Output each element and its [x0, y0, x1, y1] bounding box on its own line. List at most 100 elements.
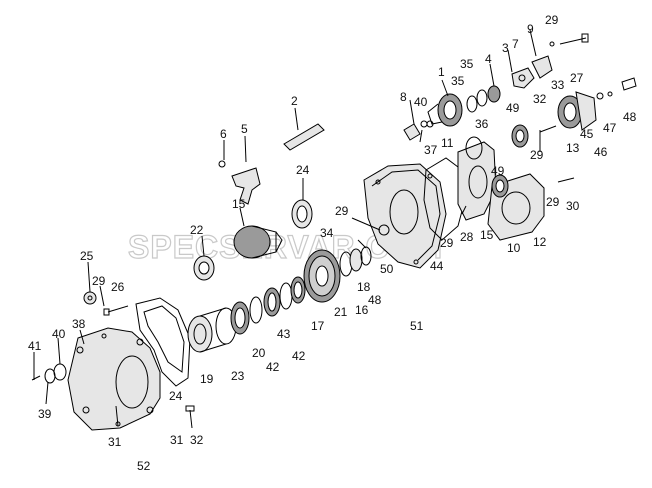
callout-32-top: 32 [533, 92, 547, 106]
bearing-16 [349, 248, 363, 272]
callout-40-left: 40 [52, 327, 66, 341]
callout-29-c: 29 [440, 236, 454, 250]
washer-47 [607, 91, 613, 97]
flange-7 [511, 67, 535, 89]
leader-lines [33, 29, 541, 405]
callout-29-b: 29 [335, 204, 349, 218]
callout-28: 28 [460, 230, 474, 244]
callout-10: 10 [507, 241, 521, 255]
callout-15-left: 15 [232, 197, 246, 211]
front-cover-bore [115, 355, 149, 409]
parts-artwork [31, 33, 637, 431]
shift-fork [231, 167, 261, 205]
callout-2: 2 [291, 94, 298, 108]
callout-17: 17 [311, 319, 325, 333]
callout-36: 36 [475, 117, 489, 131]
callout-31-left: 31 [108, 435, 122, 449]
callout-24-bottom: 24 [169, 389, 183, 403]
callout-29-f: 29 [92, 274, 106, 288]
plate-8 [403, 123, 421, 141]
bearing-11 [465, 136, 483, 160]
sleeve-gear [187, 315, 213, 353]
callout-5: 5 [241, 122, 248, 136]
callout-9: 9 [527, 22, 534, 36]
front-cover [67, 327, 161, 431]
gear-4 [487, 85, 501, 103]
callout-20: 20 [252, 346, 266, 360]
bolt-32 [189, 409, 193, 429]
callout-3: 3 [502, 41, 509, 55]
rear-gasket [423, 157, 467, 241]
callout-51: 51 [410, 319, 424, 333]
callout-25: 25 [80, 249, 94, 263]
bearing-small [83, 291, 97, 305]
callout-19: 19 [200, 372, 214, 386]
ring-43 [279, 282, 293, 310]
callout-35-top: 35 [460, 57, 474, 71]
callout-47: 47 [603, 121, 617, 135]
snap-ring [53, 363, 67, 381]
callout-40-top: 40 [414, 95, 428, 109]
callout-26: 26 [111, 280, 125, 294]
nut-46 [596, 92, 604, 100]
callout-32-bottom: 32 [190, 433, 204, 447]
callout-6: 6 [220, 127, 227, 141]
callout-50: 50 [380, 262, 394, 276]
callout-42-b: 42 [292, 349, 306, 363]
bracket-9 [531, 55, 553, 79]
callout-49-top: 49 [506, 101, 520, 115]
callout-41: 41 [28, 339, 42, 353]
callout-46: 46 [594, 145, 608, 159]
callout-21: 21 [334, 305, 348, 319]
callout-4: 4 [485, 52, 492, 66]
callout-42-a: 42 [266, 360, 280, 374]
callout-12: 12 [533, 235, 547, 249]
callout-34: 34 [320, 226, 334, 240]
callout-11: 11 [441, 136, 454, 150]
shaft-2 [283, 123, 325, 151]
callout-48-center: 48 [368, 293, 382, 307]
ring-18 [360, 246, 372, 266]
callout-24-top: 24 [296, 163, 310, 177]
callout-7: 7 [512, 37, 519, 51]
callout-labels: 1 2 3 4 5 6 7 8 9 10 11 12 13 15 15 16 1… [28, 13, 637, 473]
housing-45 [575, 91, 597, 131]
bolt-31 [115, 405, 119, 427]
callout-39: 39 [38, 407, 52, 421]
plug-48 [621, 77, 637, 91]
bolt-30 [557, 177, 575, 183]
front-gasket [135, 297, 191, 387]
callout-1: 1 [438, 65, 445, 79]
pin-6 [218, 160, 226, 168]
callout-23: 23 [231, 369, 245, 383]
callout-31-right: 31 [170, 433, 184, 447]
oil-seal [44, 368, 56, 384]
bolt-26 [107, 305, 129, 313]
callout-8: 8 [400, 90, 407, 104]
callout-37: 37 [424, 143, 438, 157]
callout-52: 52 [137, 459, 151, 473]
callout-48-right: 48 [623, 110, 637, 124]
bolt-29-mid [539, 125, 557, 133]
callout-30: 30 [566, 199, 580, 213]
callout-16: 16 [355, 303, 369, 317]
callout-49-bottom: 49 [491, 164, 505, 178]
callout-43: 43 [277, 327, 291, 341]
callout-33: 33 [551, 78, 565, 92]
callout-29-e: 29 [546, 195, 560, 209]
gear-15 [233, 225, 271, 259]
callout-35-mid: 35 [451, 74, 465, 88]
callout-29-a: 29 [545, 13, 559, 27]
main-housing [363, 163, 447, 269]
callout-45: 45 [580, 127, 594, 141]
callout-44: 44 [430, 259, 444, 273]
callout-15-right: 15 [480, 228, 494, 242]
callout-22: 22 [190, 223, 204, 237]
oring-35 [466, 95, 478, 113]
bolt-small [31, 375, 41, 381]
callout-38: 38 [72, 317, 86, 331]
callout-13: 13 [566, 141, 580, 155]
callout-29-d: 29 [530, 148, 544, 162]
callout-18: 18 [357, 280, 371, 294]
